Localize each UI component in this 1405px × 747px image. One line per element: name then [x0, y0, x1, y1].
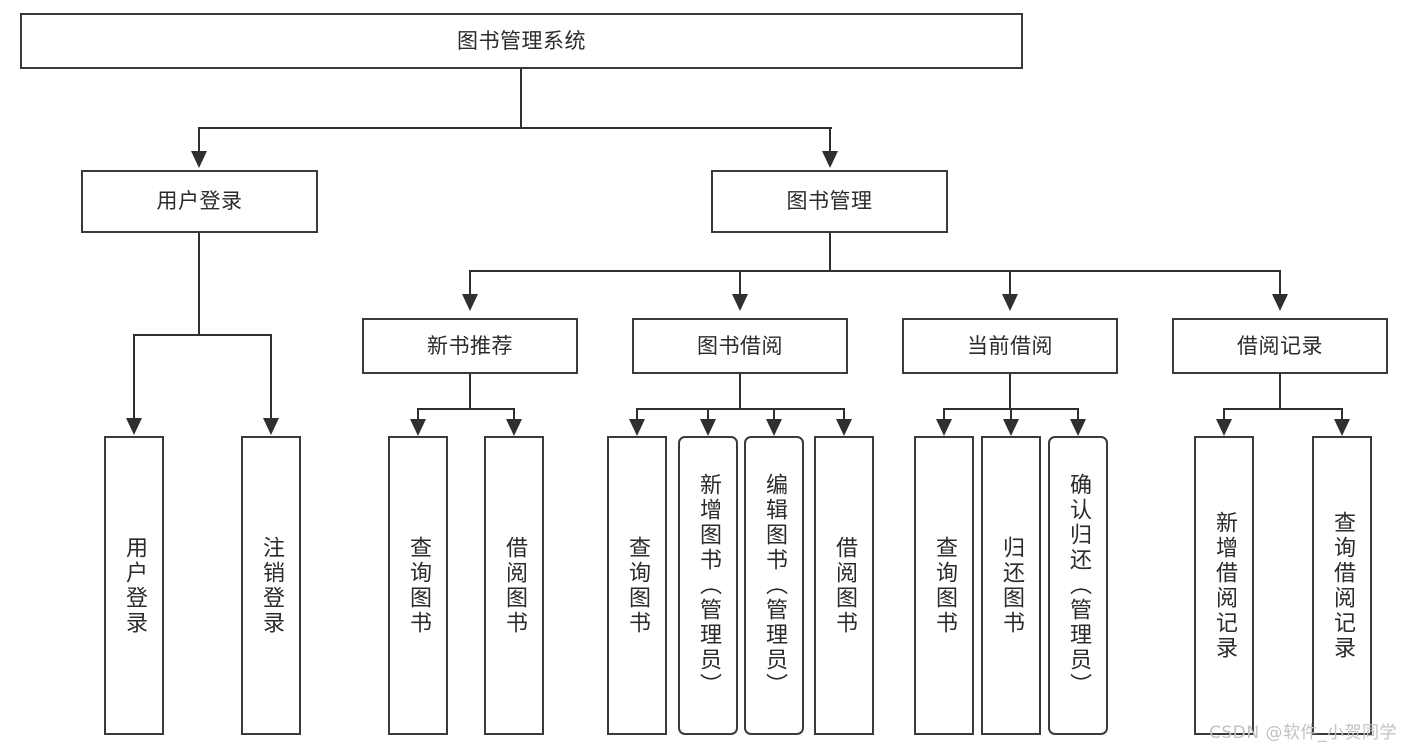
edge-user-login-to-leaf-1: [270, 334, 272, 418]
node-label: 借阅记录: [1237, 333, 1323, 358]
leaf-return-book[interactable]: 归还图书: [981, 436, 1041, 735]
node-label: 图书借阅: [697, 333, 783, 358]
edge-cb-to-leaf-1: [1010, 408, 1012, 419]
edge-bb-to-leaf-2: [773, 408, 775, 419]
node-book-borrow[interactable]: 图书借阅: [632, 318, 848, 374]
edge-root-trunk: [520, 69, 522, 128]
edge-cb-to-leaf-0: [943, 408, 945, 419]
arrow-bb-leaf-3: [836, 419, 852, 436]
edge-br-to-leaf-1: [1341, 408, 1343, 419]
node-label: 注销登录: [259, 535, 284, 636]
arrow-nbr-leaf-0: [410, 419, 426, 436]
arrow-to-book-management: [822, 151, 838, 168]
edge-user-login-bus: [133, 334, 272, 336]
arrow-bm-book-borrow: [732, 294, 748, 311]
node-label: 用户登录: [122, 535, 147, 636]
arrow-nbr-leaf-1: [506, 419, 522, 436]
edge-cb-trunk: [1009, 374, 1011, 409]
edge-nbr-to-leaf-1: [513, 408, 515, 419]
node-label: 查询图书: [625, 535, 650, 636]
node-label: 借阅图书: [502, 535, 527, 636]
edge-bb-trunk: [739, 374, 741, 409]
node-label: 图书管理: [786, 189, 873, 214]
arrow-bm-current-borrow: [1002, 294, 1018, 311]
arrow-cb-leaf-2: [1070, 419, 1086, 436]
edge-nbr-trunk: [469, 374, 471, 409]
arrow-bb-leaf-0: [629, 419, 645, 436]
leaf-logout[interactable]: 注销登录: [241, 436, 301, 735]
node-label: 查询图书: [406, 535, 431, 636]
node-label: 编辑图书（管理员）: [762, 473, 787, 698]
edge-nbr-bus: [417, 408, 515, 410]
leaf-add-borrow-record[interactable]: 新增借阅记录: [1194, 436, 1254, 735]
node-label: 新增图书（管理员）: [696, 473, 721, 698]
leaf-borrow-book-recommend[interactable]: 借阅图书: [484, 436, 544, 735]
edge-book-management-bus: [469, 270, 1281, 272]
leaf-query-book-borrow[interactable]: 查询图书: [607, 436, 667, 735]
node-label: 当前借阅: [967, 333, 1053, 358]
arrow-bb-leaf-2: [766, 419, 782, 436]
edge-root-bus: [198, 127, 832, 129]
edge-bb-to-leaf-1: [707, 408, 709, 419]
node-label: 新增借阅记录: [1212, 510, 1237, 661]
node-root-book-management-system[interactable]: 图书管理系统: [20, 13, 1023, 69]
edge-cb-to-leaf-2: [1077, 408, 1079, 419]
edge-br-to-leaf-0: [1223, 408, 1225, 419]
node-book-management[interactable]: 图书管理: [711, 170, 948, 233]
leaf-query-borrow-record[interactable]: 查询借阅记录: [1312, 436, 1372, 735]
leaf-user-login[interactable]: 用户登录: [104, 436, 164, 735]
node-current-borrow[interactable]: 当前借阅: [902, 318, 1118, 374]
arrow-user-login-leaf-1: [263, 418, 279, 435]
arrow-br-leaf-1: [1334, 419, 1350, 436]
node-user-login[interactable]: 用户登录: [81, 170, 318, 233]
leaf-confirm-return-admin[interactable]: 确认归还（管理员）: [1048, 436, 1108, 735]
arrow-user-login-leaf-0: [126, 418, 142, 435]
arrow-to-user-login: [191, 151, 207, 168]
node-label: 借阅图书: [832, 535, 857, 636]
leaf-query-book-current[interactable]: 查询图书: [914, 436, 974, 735]
edge-root-to-user-login: [198, 127, 200, 151]
leaf-edit-book-admin[interactable]: 编辑图书（管理员）: [744, 436, 804, 735]
edge-bm-to-new-book: [469, 270, 471, 294]
node-label: 新书推荐: [427, 333, 513, 358]
node-label: 查询借阅记录: [1330, 510, 1355, 661]
edge-nbr-to-leaf-0: [417, 408, 419, 419]
watermark-text: CSDN @软件_小贺同学: [1209, 723, 1397, 743]
edge-book-management-trunk: [829, 233, 831, 271]
edge-bb-bus: [636, 408, 845, 410]
arrow-cb-leaf-1: [1003, 419, 1019, 436]
node-label: 用户登录: [156, 189, 243, 214]
node-label: 图书管理系统: [457, 28, 586, 53]
edge-user-login-trunk: [198, 233, 200, 335]
edge-bm-to-book-borrow: [739, 270, 741, 294]
edge-bb-to-leaf-0: [636, 408, 638, 419]
node-label: 查询图书: [932, 535, 957, 636]
node-borrow-record[interactable]: 借阅记录: [1172, 318, 1388, 374]
edge-bb-to-leaf-3: [843, 408, 845, 419]
arrow-br-leaf-0: [1216, 419, 1232, 436]
leaf-add-book-admin[interactable]: 新增图书（管理员）: [678, 436, 738, 735]
leaf-borrow-book[interactable]: 借阅图书: [814, 436, 874, 735]
node-label: 确认归还（管理员）: [1066, 473, 1091, 698]
arrow-cb-leaf-0: [936, 419, 952, 436]
node-label: 归还图书: [999, 535, 1024, 636]
arrow-bb-leaf-1: [700, 419, 716, 436]
edge-bm-to-borrow-record: [1279, 270, 1281, 294]
edge-root-to-book-management: [829, 127, 831, 151]
edge-br-trunk: [1279, 374, 1281, 409]
edge-bm-to-current-borrow: [1009, 270, 1011, 294]
node-new-book-recommend[interactable]: 新书推荐: [362, 318, 578, 374]
arrow-bm-new-book: [462, 294, 478, 311]
edge-user-login-to-leaf-0: [133, 334, 135, 418]
edge-br-bus: [1223, 408, 1343, 410]
arrow-bm-borrow-record: [1272, 294, 1288, 311]
leaf-query-book-recommend[interactable]: 查询图书: [388, 436, 448, 735]
